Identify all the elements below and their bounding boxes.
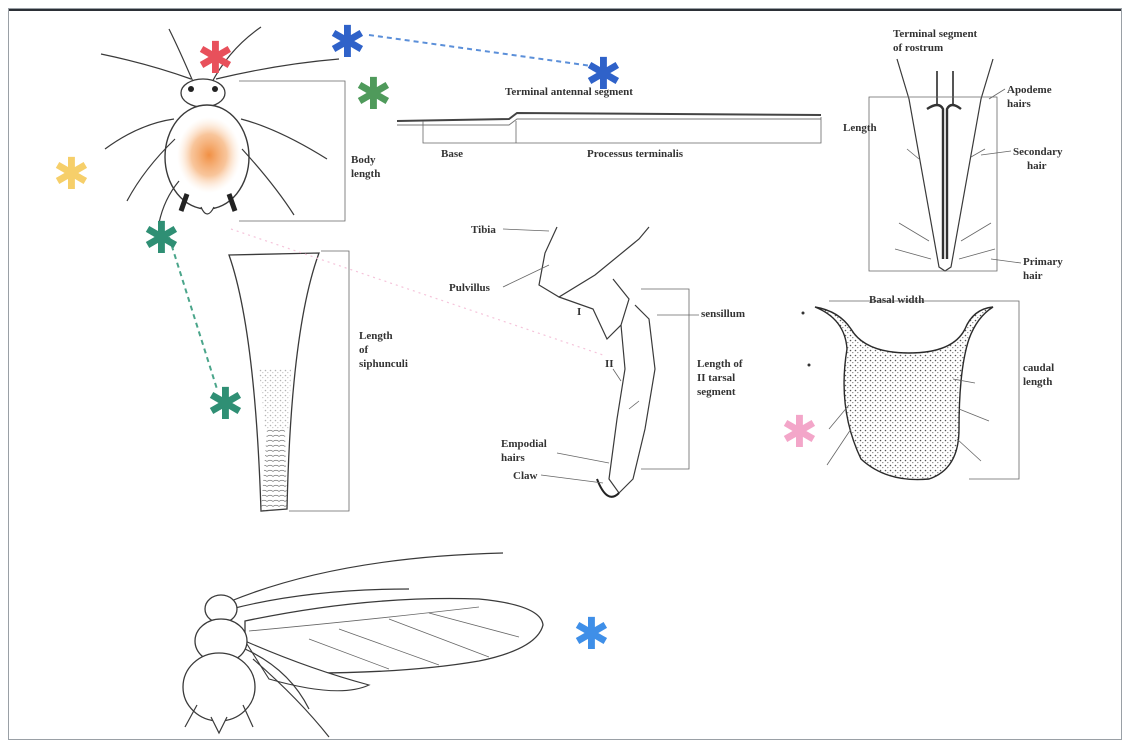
red-asterisk-marker: ✱ (197, 33, 234, 84)
yellow-asterisk-marker: ✱ (53, 149, 90, 200)
body-length-label-line1: Body (351, 154, 376, 166)
aphid-morphology-diagram: Body length Terminal antennal segment Ba… (9, 9, 1121, 739)
primary-hair-label-line2: hair (1023, 270, 1043, 282)
siphunculi-label-line2: of (359, 344, 369, 356)
pulvillus-label: Pulvillus (449, 282, 491, 294)
body-length-label-line2: length (351, 168, 380, 180)
tarsal-length-label-line3: segment (697, 386, 736, 398)
apodeme-hairs-label-line1: Apodeme (1007, 84, 1052, 96)
teal-asterisk-marker-upper: ✱ (143, 213, 180, 264)
claw-label: Claw (513, 470, 538, 482)
base-label: Base (441, 148, 463, 160)
processus-terminalis-label: Processus terminalis (587, 148, 684, 160)
blue-asterisk-marker-antenna: ✱ (585, 49, 622, 100)
cauda-illustration: Basal width caudal length (802, 294, 1055, 480)
empodial-hairs-label-line2: hairs (501, 452, 526, 464)
basal-width-label: Basal width (869, 294, 924, 306)
empodial-hairs-label-line1: Empodial (501, 438, 547, 450)
segment-i-label: I (577, 306, 581, 318)
blue-asterisk-marker-top: ✱ (329, 17, 366, 68)
apodeme-hairs-label-line2: hairs (1007, 98, 1032, 110)
tarsal-length-label-line2: II tarsal (697, 372, 735, 384)
secondary-hair-label-line2: hair (1027, 160, 1047, 172)
rostrum-label-line2: of rostrum (893, 42, 943, 54)
alate-aphid-illustration (183, 553, 543, 737)
green-asterisk-marker: ✱ (355, 69, 392, 120)
tarsus-illustration: Tibia Pulvillus I II sensillum Length of… (449, 224, 745, 497)
secondary-hair-label-line1: Secondary (1013, 146, 1063, 158)
figure-frame: Body length Terminal antennal segment Ba… (8, 8, 1122, 740)
light-blue-asterisk-marker: ✱ (573, 609, 610, 660)
primary-hair-label-line1: Primary (1023, 256, 1063, 268)
teal-asterisk-marker-lower: ✱ (207, 379, 244, 430)
tarsal-length-label-line1: Length of (697, 358, 743, 370)
rostrum-length-label: Length (843, 122, 877, 134)
rostrum-segment-illustration: Terminal segment of rostrum Length Apode… (843, 28, 1063, 282)
caudal-length-label-line1: caudal (1023, 362, 1054, 374)
caudal-length-label-line2: length (1023, 376, 1052, 388)
siphunculi-label-line3: siphunculi (359, 358, 408, 370)
sensillum-label: sensillum (701, 308, 745, 320)
rostrum-label-line1: Terminal segment (893, 28, 978, 40)
siphunculus-illustration: Length of siphunculi (229, 251, 408, 511)
tibia-label: Tibia (471, 224, 496, 236)
pink-asterisk-marker: ✱ (781, 407, 818, 458)
segment-ii-label: II (605, 358, 614, 370)
siphunculi-label-line1: Length (359, 330, 393, 342)
